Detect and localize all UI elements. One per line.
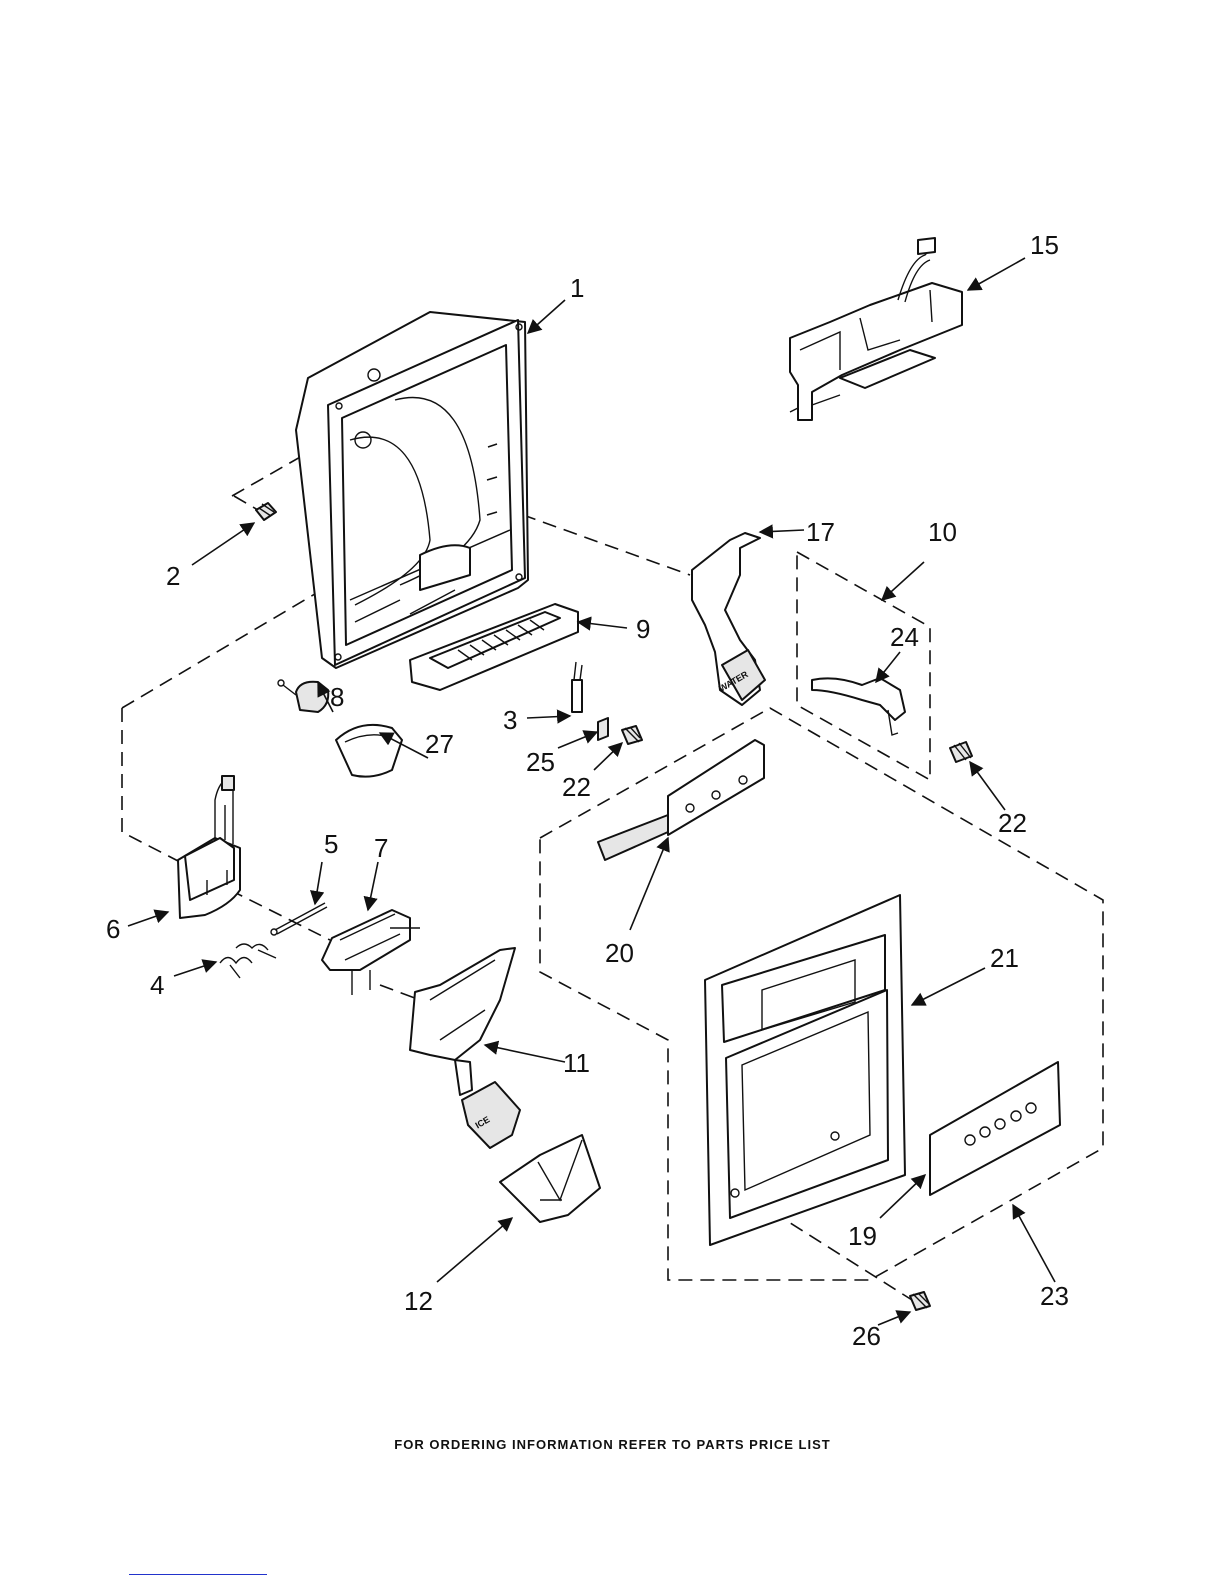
callout-5: 5 bbox=[324, 829, 338, 859]
ice-lever-part-11: ICE bbox=[410, 948, 520, 1148]
water-lever-part-17: WATER bbox=[692, 533, 765, 705]
solenoid-part-8 bbox=[278, 680, 328, 712]
callout-12: 12 bbox=[404, 1286, 433, 1316]
callout-27: 27 bbox=[425, 729, 454, 759]
callout-21: 21 bbox=[990, 943, 1019, 973]
actuator-housing-part-6 bbox=[178, 776, 240, 918]
callout-26: 26 bbox=[852, 1321, 881, 1351]
clip-part-25 bbox=[598, 718, 608, 740]
callout-8: 8 bbox=[330, 682, 344, 712]
lever-arm-part-24 bbox=[812, 678, 905, 735]
callout-1: 1 bbox=[570, 273, 584, 303]
callout-3: 3 bbox=[503, 705, 517, 735]
dispenser-bezel-part-21 bbox=[705, 895, 905, 1245]
screw-part-22-right bbox=[950, 742, 972, 762]
callout-2: 2 bbox=[166, 561, 180, 591]
switch-part-3 bbox=[572, 662, 582, 712]
pin-part-5 bbox=[271, 903, 327, 935]
control-overlay-part-19 bbox=[930, 1062, 1060, 1195]
callout-10: 10 bbox=[928, 517, 957, 547]
callout-15: 15 bbox=[1030, 230, 1059, 260]
callout-22-left: 22 bbox=[562, 772, 591, 802]
callout-22-right: 22 bbox=[998, 808, 1027, 838]
ordering-note: FOR ORDERING INFORMATION REFER TO PARTS … bbox=[0, 1437, 1225, 1452]
callout-7: 7 bbox=[374, 833, 388, 863]
callout-19: 19 bbox=[848, 1221, 877, 1251]
callout-9: 9 bbox=[636, 614, 650, 644]
screw-part-2 bbox=[256, 503, 276, 520]
screw-part-26 bbox=[910, 1292, 930, 1310]
motor-bracket-part-15 bbox=[790, 238, 962, 420]
callout-11: 11 bbox=[563, 1048, 590, 1078]
callout-17: 17 bbox=[806, 517, 835, 547]
spring-part-4 bbox=[220, 944, 276, 978]
cover-part-27 bbox=[336, 725, 402, 777]
screw-part-22-left bbox=[622, 726, 642, 744]
actuator-part-7 bbox=[322, 910, 420, 995]
callout-24: 24 bbox=[890, 622, 919, 652]
callout-6: 6 bbox=[106, 914, 120, 944]
ice-chute-part-12 bbox=[500, 1135, 600, 1222]
footer-link-underline[interactable] bbox=[129, 1574, 267, 1575]
dispenser-housing-part-1 bbox=[296, 312, 528, 668]
assembly-box-10 bbox=[797, 552, 930, 780]
callout-25: 25 bbox=[526, 747, 555, 777]
callout-20: 20 bbox=[605, 938, 634, 968]
callout-23: 23 bbox=[1040, 1281, 1069, 1311]
callout-4: 4 bbox=[150, 970, 164, 1000]
